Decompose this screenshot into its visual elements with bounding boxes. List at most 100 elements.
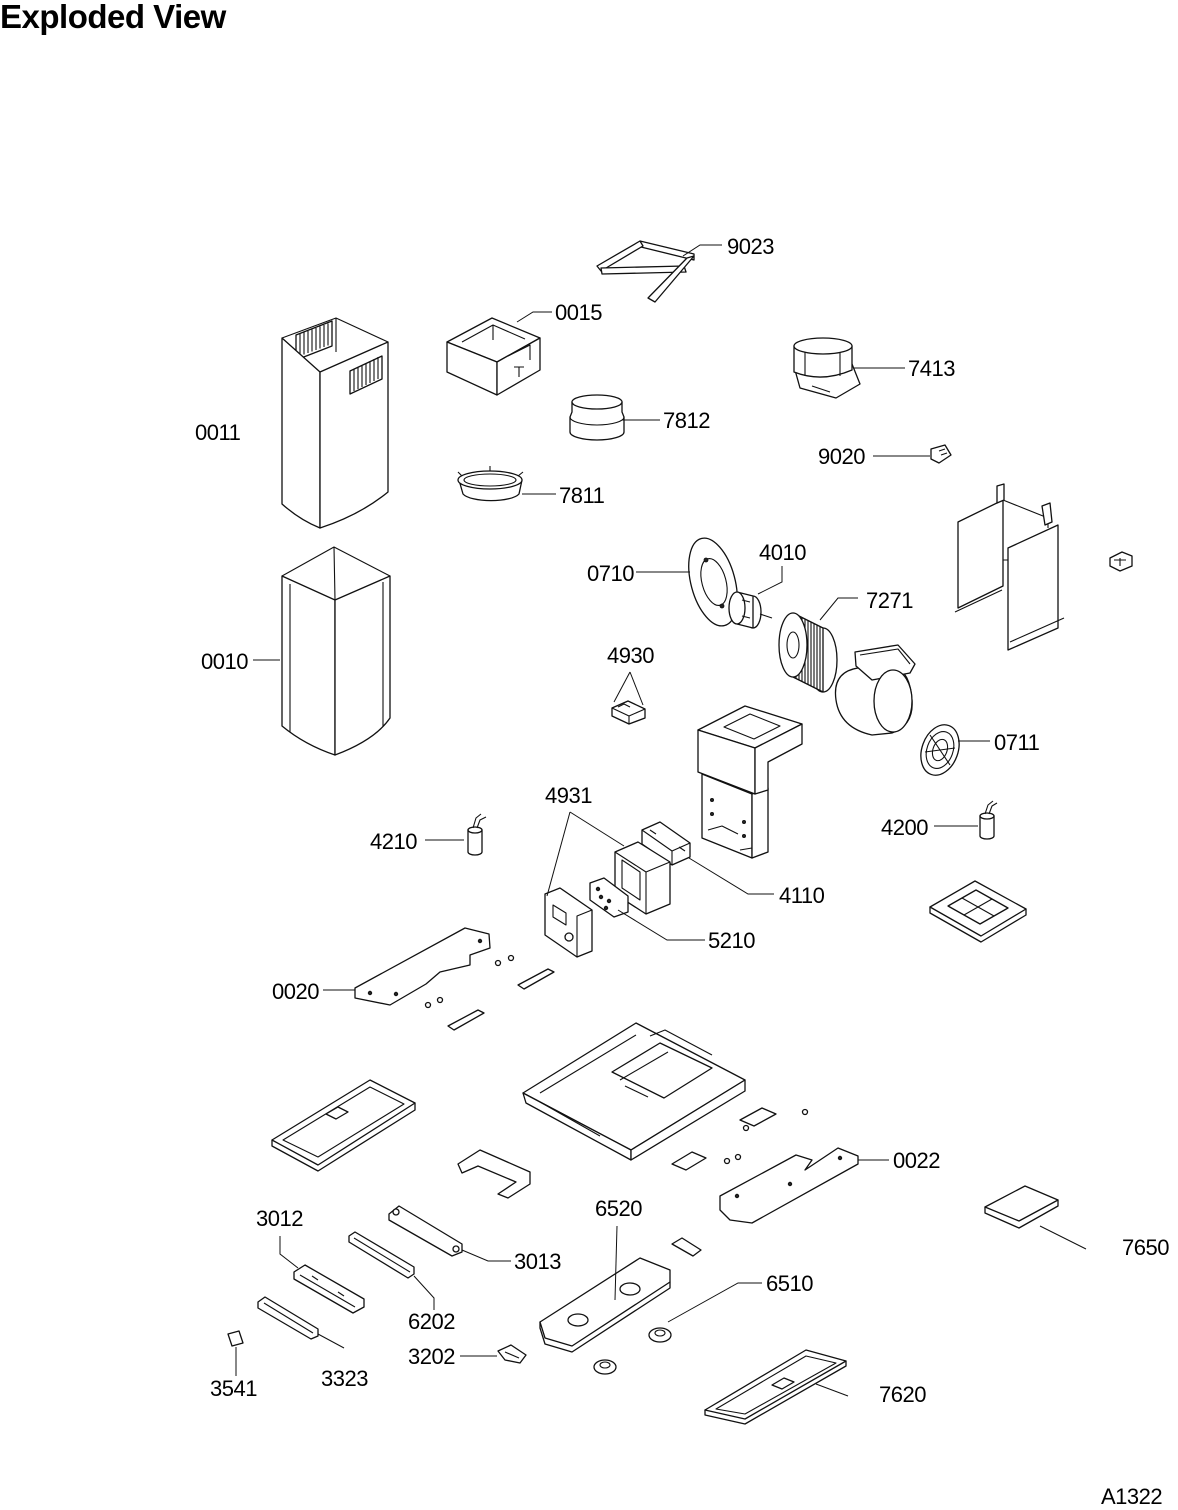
callout-6202: 6202 [408, 1309, 455, 1334]
leader-3323 [317, 1333, 345, 1349]
part-filter-left-inner-frame [282, 1086, 405, 1158]
screw [734, 1153, 742, 1161]
part-7812 [569, 394, 625, 441]
part-control-plate [544, 887, 593, 958]
callout-labels: 9023 0015 7413 0011 7812 9020 7811 0710 … [195, 234, 1170, 1407]
leader-6202 [413, 1275, 435, 1310]
part-4200-body [979, 815, 995, 840]
part-9023 [596, 240, 695, 303]
callout-0015: 0015 [555, 300, 602, 325]
part-3323-detail [263, 1302, 314, 1334]
part-control-plate-window [552, 904, 593, 957]
callout-4931: 4931 [545, 783, 592, 808]
screw [507, 954, 515, 962]
part-4210-body [467, 829, 483, 856]
part-0711 [920, 724, 960, 776]
leader-7650 [1039, 1225, 1087, 1250]
part-motor-bracket-lower-side [751, 787, 769, 859]
callout-4200: 4200 [881, 815, 928, 840]
part-0711-ring-outer [925, 731, 955, 769]
part-3202 [497, 1344, 527, 1364]
part-5210-component-b [598, 894, 604, 900]
part-9020-body [930, 444, 952, 464]
part-0020-plate [354, 927, 491, 1006]
callout-7812: 7812 [663, 408, 710, 433]
callout-9023: 9023 [727, 234, 774, 259]
part-0022-hole-a [734, 1193, 740, 1199]
part-0011-back-grille-panel [295, 320, 333, 361]
part-0020-hole-a [367, 990, 373, 996]
part-hood-body-details [539, 1029, 713, 1137]
callout-0011: 0011 [195, 420, 241, 445]
part-0011-front-grille-slots [353, 357, 379, 391]
part-6510-knob-a [648, 1327, 672, 1343]
part-4200-wires [984, 800, 998, 815]
part-0010 [281, 546, 391, 756]
part-5210-component-c [606, 898, 612, 904]
part-hood-body-opening [611, 1042, 713, 1099]
part-0710-hole-b [719, 603, 725, 609]
part-0022-hole-c [837, 1155, 843, 1161]
mounting-strip [447, 1009, 485, 1031]
part-6510 [593, 1327, 672, 1375]
callout-9020: 9020 [818, 444, 865, 469]
part-3013-body [388, 1205, 463, 1257]
part-7271 [778, 612, 838, 693]
part-9023-arm [647, 255, 695, 303]
part-filter-frame-right [929, 880, 1027, 943]
part-filter-left-handle [325, 1106, 349, 1120]
screw [424, 1001, 432, 1009]
part-6520-opening-b [619, 1282, 641, 1296]
mounting-clip [671, 1151, 707, 1171]
callout-7811: 7811 [559, 483, 605, 508]
part-3013-end-b [452, 1245, 460, 1253]
part-small-switch-body [671, 1237, 702, 1257]
leader-6520 [614, 1225, 618, 1301]
callout-0020: 0020 [272, 979, 319, 1004]
callout-0710: 0710 [587, 561, 634, 586]
part-control-plate-body [544, 887, 593, 958]
screw [742, 1124, 750, 1132]
part-side-bracket-tab-right [1041, 502, 1053, 526]
part-0020 [354, 927, 491, 1006]
part-6510-knob-b [593, 1359, 617, 1375]
callout-3012: 3012 [256, 1206, 303, 1231]
part-7811-inner-rim [463, 473, 517, 487]
part-5210-component-a [595, 886, 601, 892]
callout-6510: 6510 [766, 1271, 813, 1296]
part-motor-bracket [697, 705, 803, 859]
part-7811 [457, 466, 524, 502]
part-motor-bracket-hole-c [742, 820, 747, 825]
part-7413 [793, 337, 861, 399]
part-6510-knob-a-center [654, 1329, 666, 1337]
part-4930 [611, 700, 646, 725]
part-0011-left-face [281, 337, 321, 529]
part-4010-shaft [741, 599, 773, 619]
part-0011 [281, 317, 389, 529]
part-5210 [589, 877, 629, 918]
part-motor-bracket-side [754, 723, 803, 795]
part-0011-back-rim [281, 317, 389, 352]
part-scroll-housing-outlet-edge [859, 648, 911, 665]
part-small-clip [1109, 551, 1133, 572]
part-0020-hole-b [393, 991, 399, 997]
part-hood-body-side [630, 1079, 746, 1161]
part-0010-edge-highlights [289, 582, 384, 732]
part-4200 [979, 800, 998, 840]
part-0010-back-rim [281, 546, 391, 601]
part-fasteners-upper [424, 954, 555, 1031]
part-4210 [467, 813, 487, 856]
part-9023-side-rail [596, 240, 644, 272]
part-4010 [728, 591, 773, 629]
part-7620 [704, 1349, 847, 1425]
leader-4931-b [569, 811, 625, 847]
part-7620-inner-frame [715, 1355, 837, 1415]
callout-7620: 7620 [879, 1382, 926, 1407]
part-0010-right-face [334, 575, 391, 756]
part-side-bracket-back-plate [957, 499, 1004, 609]
callout-6520: 6520 [595, 1196, 642, 1221]
part-side-bracket-tab-left [996, 483, 1005, 504]
part-3012-detail [299, 1274, 356, 1308]
